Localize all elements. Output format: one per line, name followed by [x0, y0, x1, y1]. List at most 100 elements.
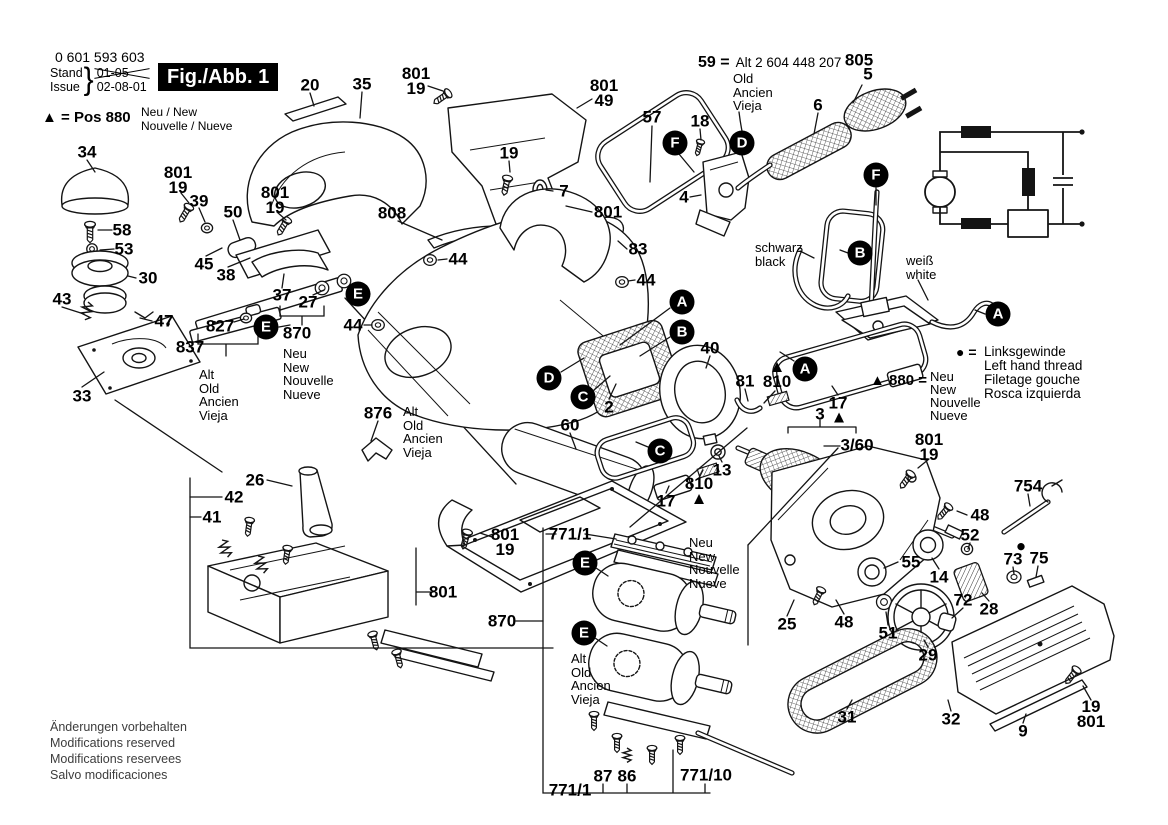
part-number-label: 29	[918, 645, 938, 665]
part-number-label: ●	[1015, 536, 1027, 556]
part-number-label: 4	[679, 187, 689, 207]
part-number-label: 805	[844, 50, 874, 70]
part-number-label: 40	[700, 338, 720, 358]
part-number-label: 57	[642, 107, 662, 127]
callout-letter: E	[345, 281, 371, 307]
belt-sketch	[778, 619, 947, 743]
part-number-label: 801 19	[260, 183, 290, 217]
thread-legend-line-fr: Filetage gouche	[984, 372, 1081, 387]
part-number-label: 44	[636, 270, 656, 290]
part-number-label: 19 801	[1076, 697, 1106, 731]
part-number-label: 25	[777, 614, 797, 634]
variant-note: Alt Old Ancien Vieja	[571, 651, 611, 707]
part-number-label: 58	[112, 220, 132, 240]
part-number-label: 48	[970, 505, 990, 525]
part-number-label: 44	[448, 249, 468, 269]
part-number-label: 47	[154, 311, 174, 331]
pos880-marker-notes: Neu / New Nouvelle / Nueve	[141, 105, 232, 133]
part59-line-old: Old	[733, 71, 754, 86]
callout-letter: E	[572, 550, 598, 576]
part-number-label: 30	[138, 268, 158, 288]
thread-legend-line-es: Rosca izquierda	[984, 386, 1081, 401]
part-number-label: 50	[223, 202, 243, 222]
part-number-label: 32	[941, 709, 961, 729]
part59-line-ancien: Ancien	[733, 84, 773, 100]
part-number-label: 41	[202, 507, 222, 527]
part59-line-vieja: Vieja	[733, 98, 762, 113]
wrench-754-sketch	[1004, 480, 1062, 532]
leader-lines	[62, 86, 1091, 723]
callout-letter: A	[792, 356, 818, 382]
main-body-sketch	[358, 189, 648, 430]
variant-note: Neu New Nouvelle Nueve	[283, 346, 334, 402]
part-number-label: 51	[878, 623, 898, 643]
knob-assembly-sketch	[62, 168, 222, 472]
part-number-label: 87	[593, 766, 613, 786]
part-number-label: 801 49	[589, 76, 619, 110]
part-number-label: 28	[979, 599, 999, 619]
brush-plate-sketch	[795, 192, 992, 340]
belt-cover-sketch	[952, 586, 1114, 714]
part-number-label: 45	[194, 254, 214, 274]
modifications-line-es: Salvo modificaciones	[50, 768, 168, 782]
pos880-legend-line-es: Nueve	[930, 408, 968, 423]
modifications-line-en: Modifications reserved	[50, 736, 176, 750]
part-number-label: 801	[428, 582, 458, 602]
part-number-label: 73	[1003, 549, 1023, 569]
callout-letter: C	[647, 438, 673, 464]
part-number-label: 39	[189, 191, 209, 211]
part-number-label: 17	[828, 393, 848, 413]
thread-legend-line-de: Linksgewinde	[984, 344, 1066, 359]
part-number-label: 837	[175, 337, 205, 357]
callout-letter: E	[571, 620, 597, 646]
part-number-label: 48	[834, 612, 854, 632]
part-number-label: 801 19	[914, 430, 944, 464]
pos880-note-line1: Neu / New	[141, 105, 198, 119]
callout-letter: B	[669, 319, 695, 345]
callout-letter: E	[253, 314, 279, 340]
variant-note: Alt Old Ancien Vieja	[403, 404, 443, 460]
pos880-legend-line-en: New	[930, 382, 957, 397]
part-number-label: 75	[1029, 548, 1049, 568]
pos880-legend-line-de: Neu	[930, 369, 954, 384]
part-number-label: 7	[559, 181, 569, 201]
left-hand-thread-symbol: ● =	[956, 344, 977, 360]
part-number-label: 26	[245, 470, 265, 490]
part-number-label: 14	[929, 567, 949, 587]
part-number-label: 33	[72, 386, 92, 406]
bracket-lines	[190, 306, 856, 793]
part-number-label: 3/60	[840, 435, 874, 455]
callout-letter: A	[669, 289, 695, 315]
part-number-label: 771/1	[548, 780, 592, 800]
part-number-label: 31	[837, 707, 857, 727]
stand-label: Stand	[50, 66, 83, 80]
part-number-label: 17	[656, 491, 676, 511]
callout-letter: F	[863, 162, 889, 188]
part-number-label: 810 ▲	[684, 474, 714, 508]
part59-value: Alt 2 604 448 207	[735, 55, 842, 70]
revision-brace: }	[83, 62, 94, 97]
stand-old-value: 01-05	[97, 66, 147, 80]
part-number-label: 72	[953, 590, 973, 610]
part-number-label: 771/10	[680, 765, 732, 785]
blade-drum-sketch	[583, 534, 792, 773]
variant-note: Alt Old Ancien Vieja	[199, 367, 239, 423]
part-number-label: 6	[813, 95, 823, 115]
callout-letter: D	[536, 365, 562, 391]
document-part-number: 0 601 593 603	[55, 49, 145, 65]
part-number-label: 870	[487, 611, 517, 631]
issue-value: 02-08-01	[96, 80, 147, 94]
modifications-line-fr: Modifications reservees	[50, 752, 182, 766]
callout-letter: A	[985, 301, 1011, 327]
part-number-label: 55	[901, 552, 921, 572]
part-number-label: 38	[216, 265, 236, 285]
revision-block: Stand Issue } 01-05 02-08-01	[50, 62, 147, 97]
part-number-label: 18	[690, 111, 710, 131]
gear-housing-sketch	[771, 446, 1114, 743]
part-number-label: 35	[352, 74, 372, 94]
pos880-legend-line-fr: Nouvelle	[930, 395, 981, 410]
